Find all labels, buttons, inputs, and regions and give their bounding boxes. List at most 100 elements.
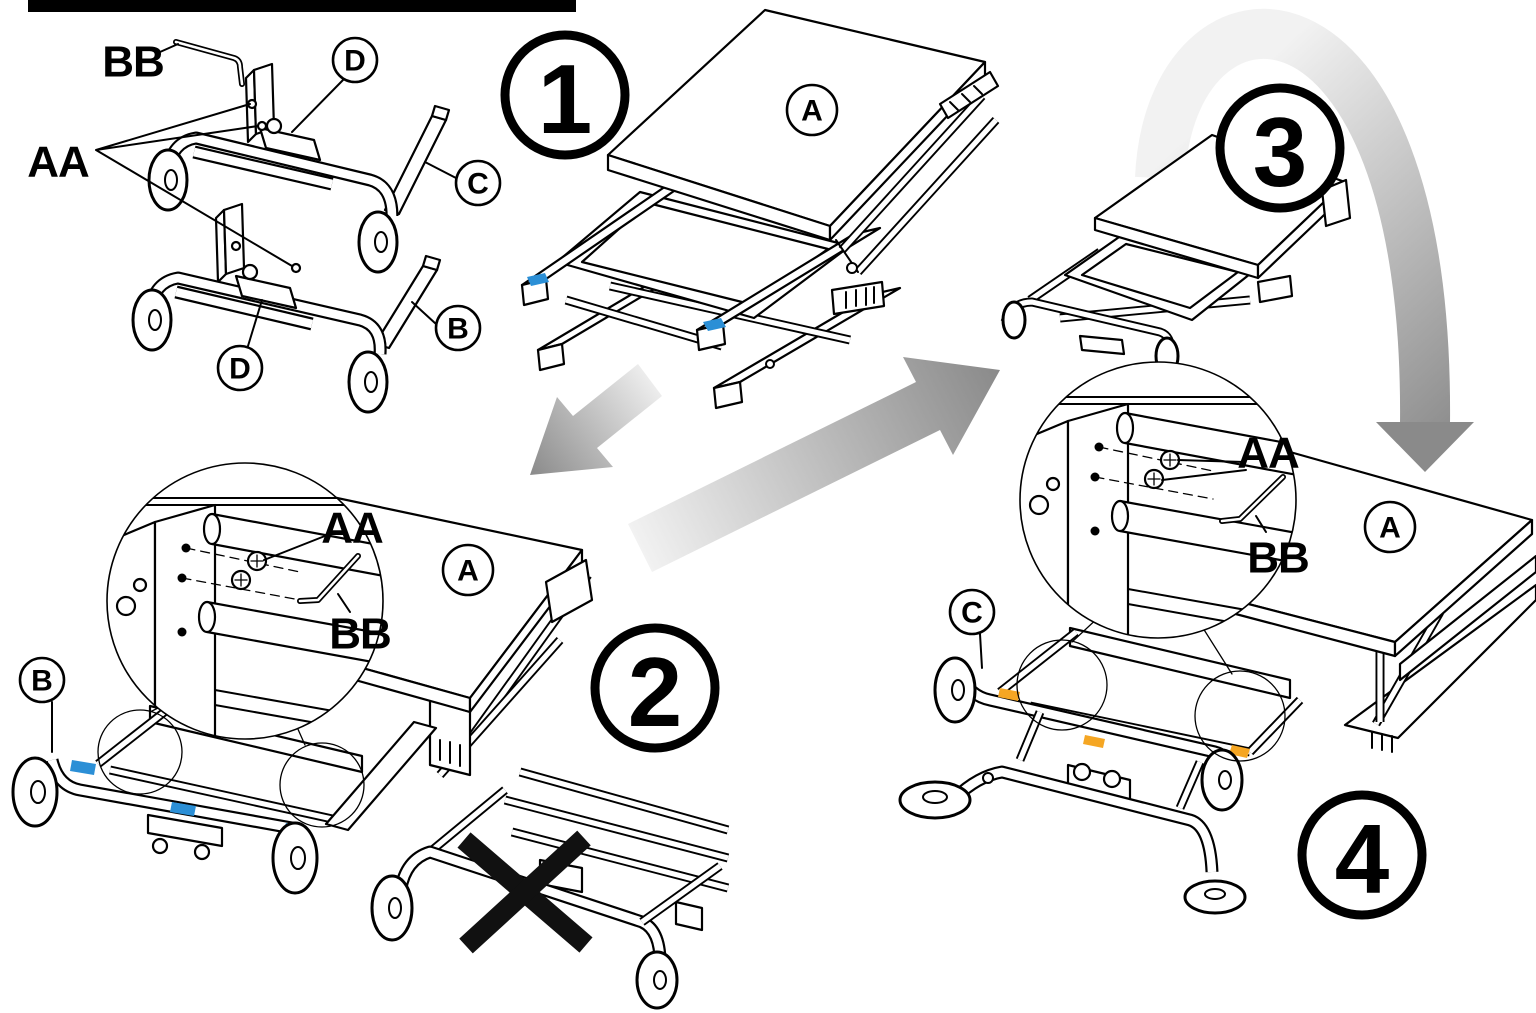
mount-knob [1072,762,1092,782]
step-3: 3 [1000,83,1352,376]
plate-d-upper-leader [291,79,344,133]
lower-post [222,202,246,276]
hex-key-bb-label: BB [329,610,391,659]
mount-knob [151,837,169,855]
hex-key-bb-leader [1255,515,1267,533]
wheel-hub [148,309,162,331]
tube-c-leader [979,633,983,669]
upper-cart [147,39,451,274]
lift-rail-core [109,767,347,825]
blue-marker [170,802,196,816]
cart-side-bar-core [640,863,722,925]
tabletop-a-label: A [801,95,823,128]
lift-rail-core [519,769,729,833]
lift-rail-core [428,787,507,855]
step-2-badge [590,623,720,753]
step-3-number: 3 [1253,97,1308,207]
frame-bolt [982,772,994,784]
lower-slab [1398,554,1536,682]
detail-marker-right [279,742,365,828]
step-2: AA BB A B 2 [11,462,720,895]
motor-vents [439,739,461,767]
tube-c-label: C [467,168,489,201]
zoom-view-step-2 [107,463,383,739]
hinge-teeth [949,85,983,111]
wheel-hub [1218,770,1232,790]
detail-marker-left [1016,639,1108,731]
tube-c-leader [424,161,457,179]
tube-c-callout [948,588,996,636]
hex-key-bb-label: BB [1247,534,1309,583]
screws-aa-leader [263,533,331,561]
wheel-hub [374,231,388,253]
tube-b-leader [411,301,437,325]
hex-key-bb-leader [337,593,351,613]
wheel-hub [30,780,46,804]
cross-mark-stroke [459,830,591,954]
hex-key-bb-leader [159,43,179,53]
upper-cart-rear-bar-core [193,147,333,189]
zoom-circle-step-2 [106,462,384,740]
arrow-step2-to-step3 [628,357,1000,572]
step-1-number: 1 [538,44,593,154]
lower-cart [131,202,442,414]
screw-aa [290,262,302,274]
wheel-hub [290,846,306,870]
plate-d-upper [258,126,322,162]
tabletop-a-callout [785,83,839,137]
step-4: AA BB A C 4 [898,361,1536,920]
screw-aa [256,120,268,132]
zoom-circle-step-4 [1019,361,1297,639]
motor-vents [845,286,875,309]
screws-aa-label: AA [321,504,383,553]
plate-d-upper-callout [331,36,379,84]
lift-rail-core [1248,698,1302,754]
leg-tube [324,720,438,832]
tabletop-a-callout [1363,500,1417,554]
lower-cart-rear-bar-core [175,287,313,329]
step-4-badge [1297,790,1427,920]
wheel-hub [164,169,178,191]
scissor-arm-core [840,94,984,252]
hex-key-bb-core [174,40,244,86]
lower-cart-frame-core [952,767,1217,873]
wheel-hub [364,371,378,393]
mount-knob [193,843,211,861]
step-1: A 1 [500,8,1000,410]
blue-marker [527,273,549,286]
pivot-bolt [765,359,775,369]
wheel-hub [951,679,965,701]
screws-aa-leaders [95,103,293,267]
incorrect-assembly-example [370,767,730,1010]
tube-b-callout [18,656,66,704]
plate-d-lower-leader [247,299,263,347]
cart-uprights-core [1017,711,1203,810]
detail-marker-right [1194,670,1286,762]
parts-overview: AA BB D C B D [27,36,502,414]
hex-key-bb-core [298,554,360,603]
motor-housing [1256,274,1294,304]
screws-aa-label: AA [1237,429,1299,478]
tube-c-label: C [961,597,983,630]
wheel [1001,300,1027,340]
hex-key-bb [173,39,245,87]
blue-marker [70,760,96,775]
wheel-hub [388,897,402,919]
tabletop-a-side [1393,518,1534,658]
tube-c-callout [454,159,502,207]
scissor-arm-core [856,118,998,274]
step-3-badge [1215,83,1345,213]
lift-rail [1068,626,1292,700]
hinge-bracket [544,558,594,624]
screws-aa-label: AA [27,138,89,187]
leg-tube-end [536,342,566,372]
tabletop-a-callout [441,543,495,597]
plate-d-upper-label: D [344,45,366,78]
tube-b-label: B [447,313,469,346]
arrow-step3-to-step4-head [1376,422,1474,472]
plate-d-lower-callout [216,344,264,392]
lower-cart-frame [950,765,1219,873]
hex-key-bb-label: BB [102,38,164,87]
screw-aa [230,240,242,252]
